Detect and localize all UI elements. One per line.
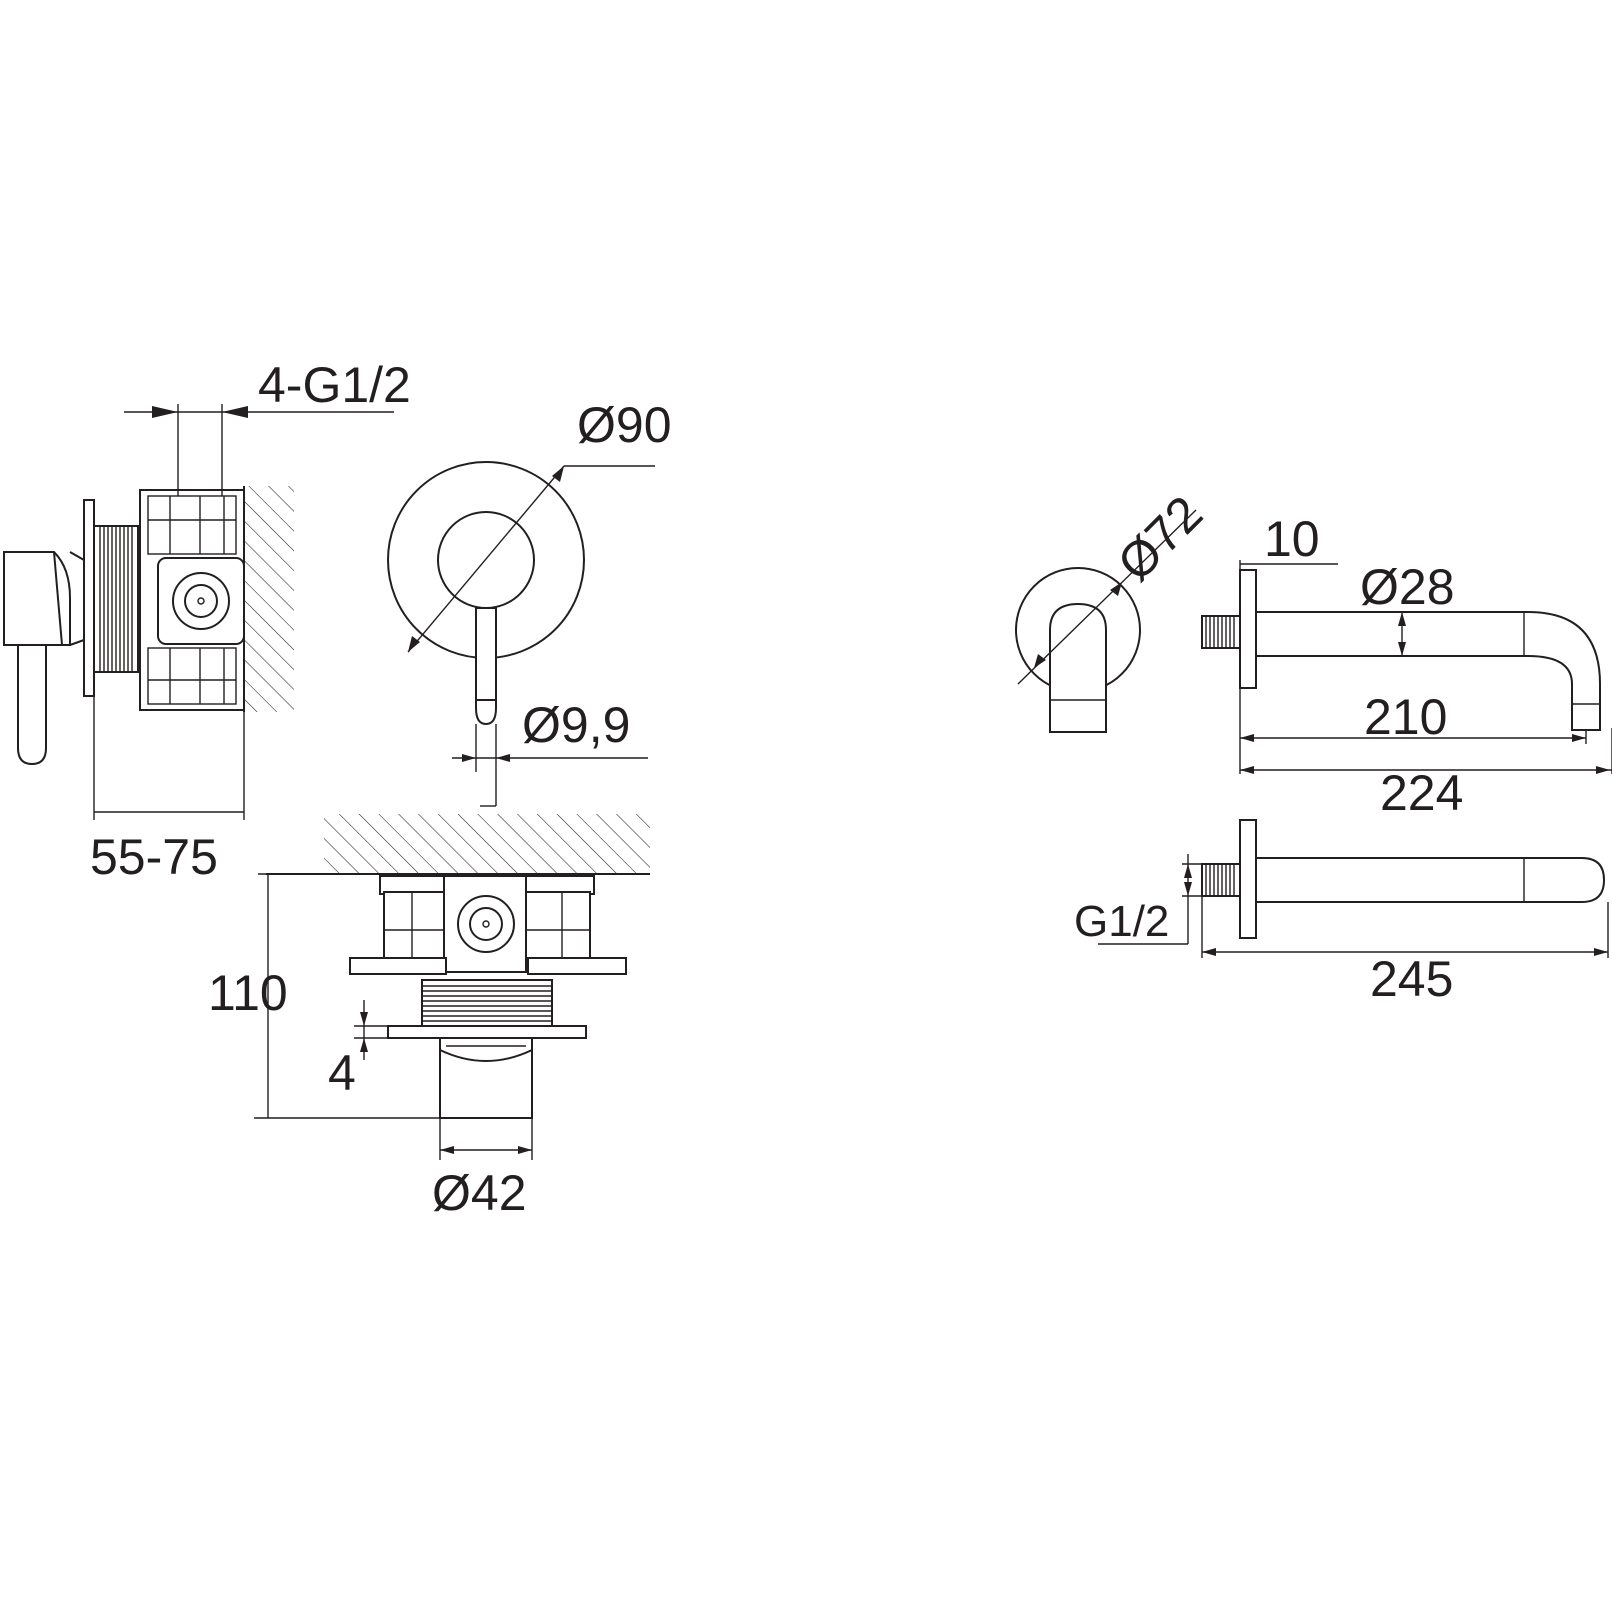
spout-reach-label: 210	[1364, 689, 1447, 745]
spout-pipe-top	[1255, 857, 1606, 903]
plate-thickness-label: 4	[328, 1045, 356, 1101]
spout-top-view: G1/2 245	[1074, 819, 1609, 1007]
lever-body	[3, 551, 71, 646]
spout-plate-diameter-label: Ø72	[1107, 485, 1213, 591]
spout-total-length-label: 224	[1380, 765, 1463, 821]
mixer-side-view: 4-G1/2 55-75	[3, 357, 411, 885]
valve-body-side	[139, 489, 245, 711]
body-height-label: 110	[208, 965, 288, 1021]
lever-handle	[17, 644, 47, 766]
lever-front	[475, 607, 497, 726]
spout-diameter-label: Ø28	[1360, 559, 1455, 615]
handle-diameter-label: Ø9,9	[522, 697, 630, 753]
spout-plate-thickness-label: 10	[1264, 511, 1320, 567]
mixer-front-view: Ø90 Ø9,9	[387, 397, 672, 807]
wall-hatch-top	[324, 814, 650, 874]
spout-side-view: 10 Ø28 210 224	[1201, 511, 1612, 821]
dim-thread-count	[124, 404, 394, 496]
mixer-top-view: 110 4 Ø42	[208, 814, 650, 1221]
spout-length-top-label: 245	[1370, 951, 1453, 1007]
dim-wall-depth	[93, 696, 245, 820]
thread-count-label: 4-G1/2	[258, 357, 411, 413]
top-sleeve-threads	[422, 985, 552, 1022]
spout-pipe	[1255, 611, 1601, 731]
wall-hatch-side	[244, 486, 294, 712]
spout-thread-label: G1/2	[1074, 897, 1169, 946]
spout-top-threads	[1205, 864, 1235, 896]
spout-side-threads	[1205, 616, 1235, 648]
sleeve-threads	[99, 526, 133, 672]
wall-depth-label: 55-75	[90, 829, 218, 885]
spout-front-view: Ø72	[1015, 485, 1213, 733]
cover-plate-side	[83, 499, 95, 697]
cartridge-diameter-label: Ø42	[432, 1165, 527, 1221]
plate-diameter-label: Ø90	[577, 397, 672, 453]
